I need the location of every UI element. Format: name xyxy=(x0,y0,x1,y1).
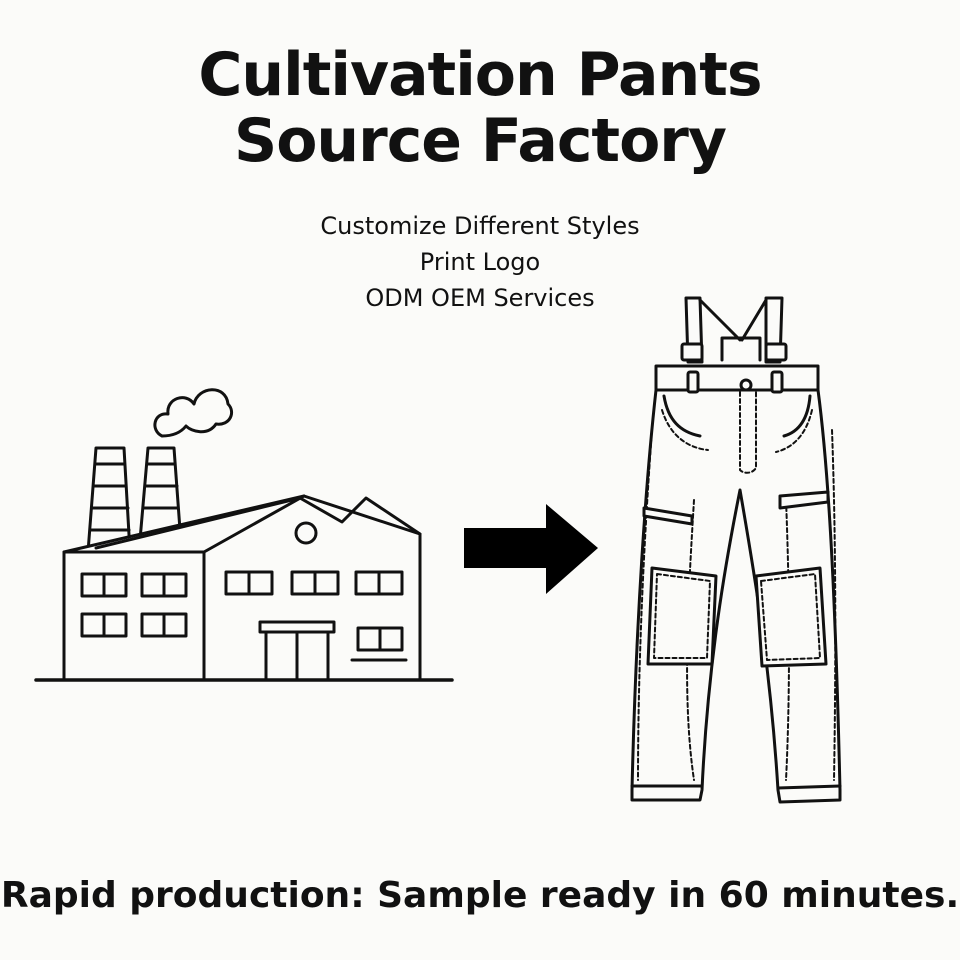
factory-icon xyxy=(34,388,454,682)
service-item: Print Logo xyxy=(419,248,541,276)
services-list: Customize Different Styles Print Logo OD… xyxy=(0,208,960,316)
page-title: Cultivation Pants Source Factory xyxy=(0,42,960,174)
footer-tagline: Rapid production: Sample ready in 60 min… xyxy=(0,875,960,916)
arrow-right-icon xyxy=(464,504,598,594)
service-item: Customize Different Styles xyxy=(320,212,640,240)
service-item: ODM OEM Services xyxy=(365,284,595,312)
title-line-2: Source Factory xyxy=(233,106,727,176)
title-line-1: Cultivation Pants xyxy=(198,40,762,110)
overalls-icon xyxy=(630,296,842,804)
